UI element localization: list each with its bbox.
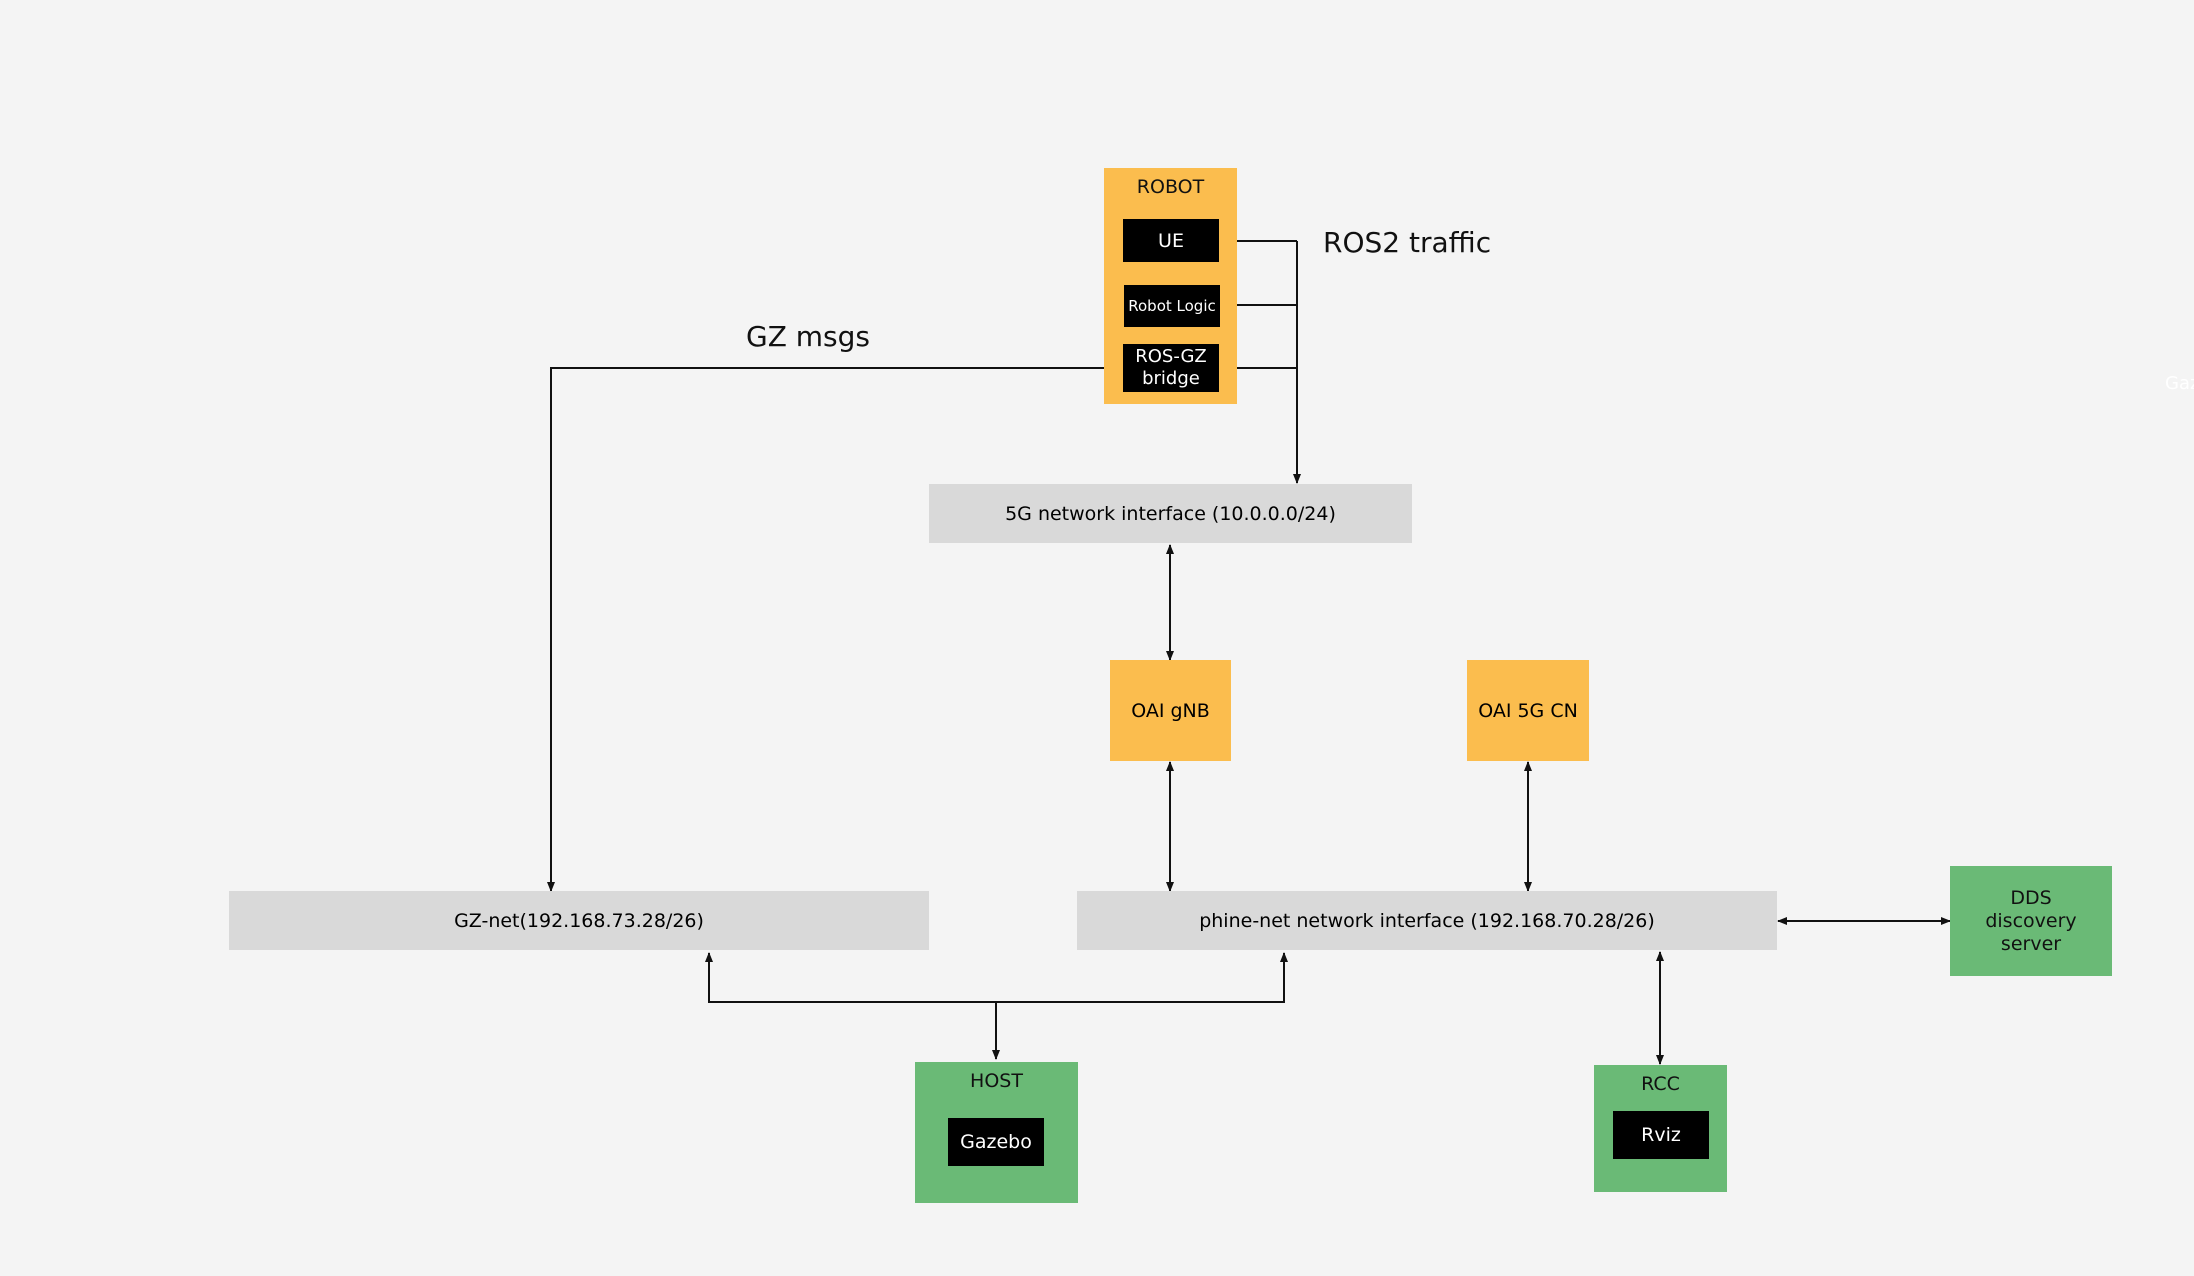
gz-msgs-label: GZ msgs [746, 320, 871, 353]
rviz-label: Rviz [1641, 1124, 1681, 1146]
oai-gnb-label: OAI gNB [1131, 699, 1210, 722]
ros2-traffic-label: ROS2 traffic [1323, 226, 1492, 259]
gz-net-label: GZ-net(192.168.73.28/26) [454, 909, 704, 932]
ue-box: UE [1123, 219, 1219, 262]
rviz-box: Rviz [1613, 1111, 1709, 1159]
oai-5g-cn-label: OAI 5G CN [1478, 699, 1578, 722]
host-title: HOST [970, 1070, 1023, 1092]
host-phine-link [996, 952, 1288, 1003]
edge-fragment-label: Gaz [2165, 373, 2194, 394]
phine-net-interface: phine-net network interface (192.168.70.… [1077, 891, 1777, 950]
ros-gz-bridge-label: ROS-GZ bridge [1135, 346, 1207, 389]
oai-5g-cn-box: OAI 5G CN [1467, 660, 1589, 761]
gazebo-box: Gazebo [948, 1118, 1044, 1166]
rcc-title: RCC [1641, 1073, 1680, 1095]
ros-gz-bridge-box: ROS-GZ bridge [1123, 344, 1219, 392]
robot-logic-box: Robot Logic [1124, 285, 1220, 327]
ue-label: UE [1158, 229, 1184, 252]
oai-gnb-box: OAI gNB [1110, 660, 1231, 761]
dds-server-label: DDS discovery server [1985, 886, 2077, 955]
robot-title: ROBOT [1136, 176, 1205, 198]
robot-logic-label: Robot Logic [1128, 297, 1216, 315]
fiveg-interface: 5G network interface (10.0.0.0/24) [929, 484, 1412, 543]
gazebo-label: Gazebo [960, 1131, 1032, 1153]
dds-server-box: DDS discovery server [1950, 866, 2112, 976]
fiveg-interface-label: 5G network interface (10.0.0.0/24) [1005, 502, 1336, 525]
gz-msgs-line [547, 364, 1124, 892]
gz-net-interface: GZ-net(192.168.73.28/26) [229, 891, 929, 950]
phine-net-label: phine-net network interface (192.168.70.… [1199, 909, 1655, 932]
host-gznet-link [705, 952, 996, 1003]
